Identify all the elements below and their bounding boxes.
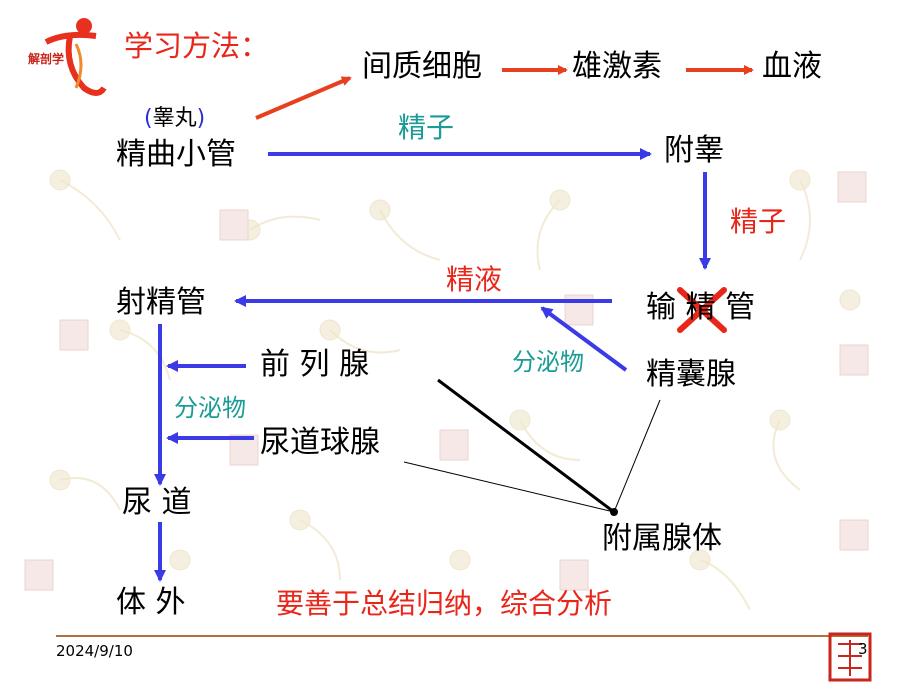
arrow-testis-to-interstitial: [255, 76, 352, 120]
node-seminiferous-tubule: 精曲小管: [116, 137, 236, 172]
label-sperm-right: 精子: [730, 205, 787, 238]
node-outside: 体 外: [116, 585, 186, 620]
node-androgen: 雄激素: [572, 49, 662, 84]
node-interstitial-cells: 间质细胞: [362, 49, 482, 84]
line-prostate-to-accessory: [437, 378, 615, 514]
line-bulbourethral-to-accessory: [403, 461, 615, 513]
cross-icon: [677, 287, 727, 333]
testis-label: (睾丸): [144, 106, 206, 131]
label-secretion-left: 分泌物: [174, 394, 246, 422]
seal-icon: [828, 632, 872, 682]
label-sperm-top: 精子: [398, 111, 455, 144]
logo-text: 解剖学: [28, 52, 65, 66]
summary-text: 要善于总结归纳，综合分析: [276, 587, 613, 620]
node-blood: 血液: [762, 49, 822, 84]
page-title: 学习方法：: [124, 29, 270, 63]
accessory-junction-dot: [610, 508, 618, 516]
node-epididymis: 附睾: [664, 133, 724, 168]
footer-date: 2024/9/10: [56, 642, 133, 660]
node-urethra: 尿 道: [122, 485, 192, 520]
line-vesicle-to-accessory: [613, 399, 661, 513]
node-ejaculatory-duct: 射精管: [116, 285, 206, 320]
logo-icon: [44, 18, 107, 96]
footer-divider: [56, 635, 868, 637]
node-accessory-glands: 附属腺体: [602, 521, 722, 556]
page-number: 3: [858, 640, 868, 658]
node-bulbourethral-gland: 尿道球腺: [260, 425, 380, 460]
label-semen: 精液: [446, 263, 503, 296]
label-secretion-right: 分泌物: [512, 348, 584, 376]
node-seminal-vesicle: 精囊腺: [646, 357, 736, 392]
node-vas-deferens: 输 精 管: [646, 290, 756, 325]
arrow-vesicle-to-semen: [540, 306, 628, 372]
node-prostate: 前 列 腺: [260, 347, 370, 382]
